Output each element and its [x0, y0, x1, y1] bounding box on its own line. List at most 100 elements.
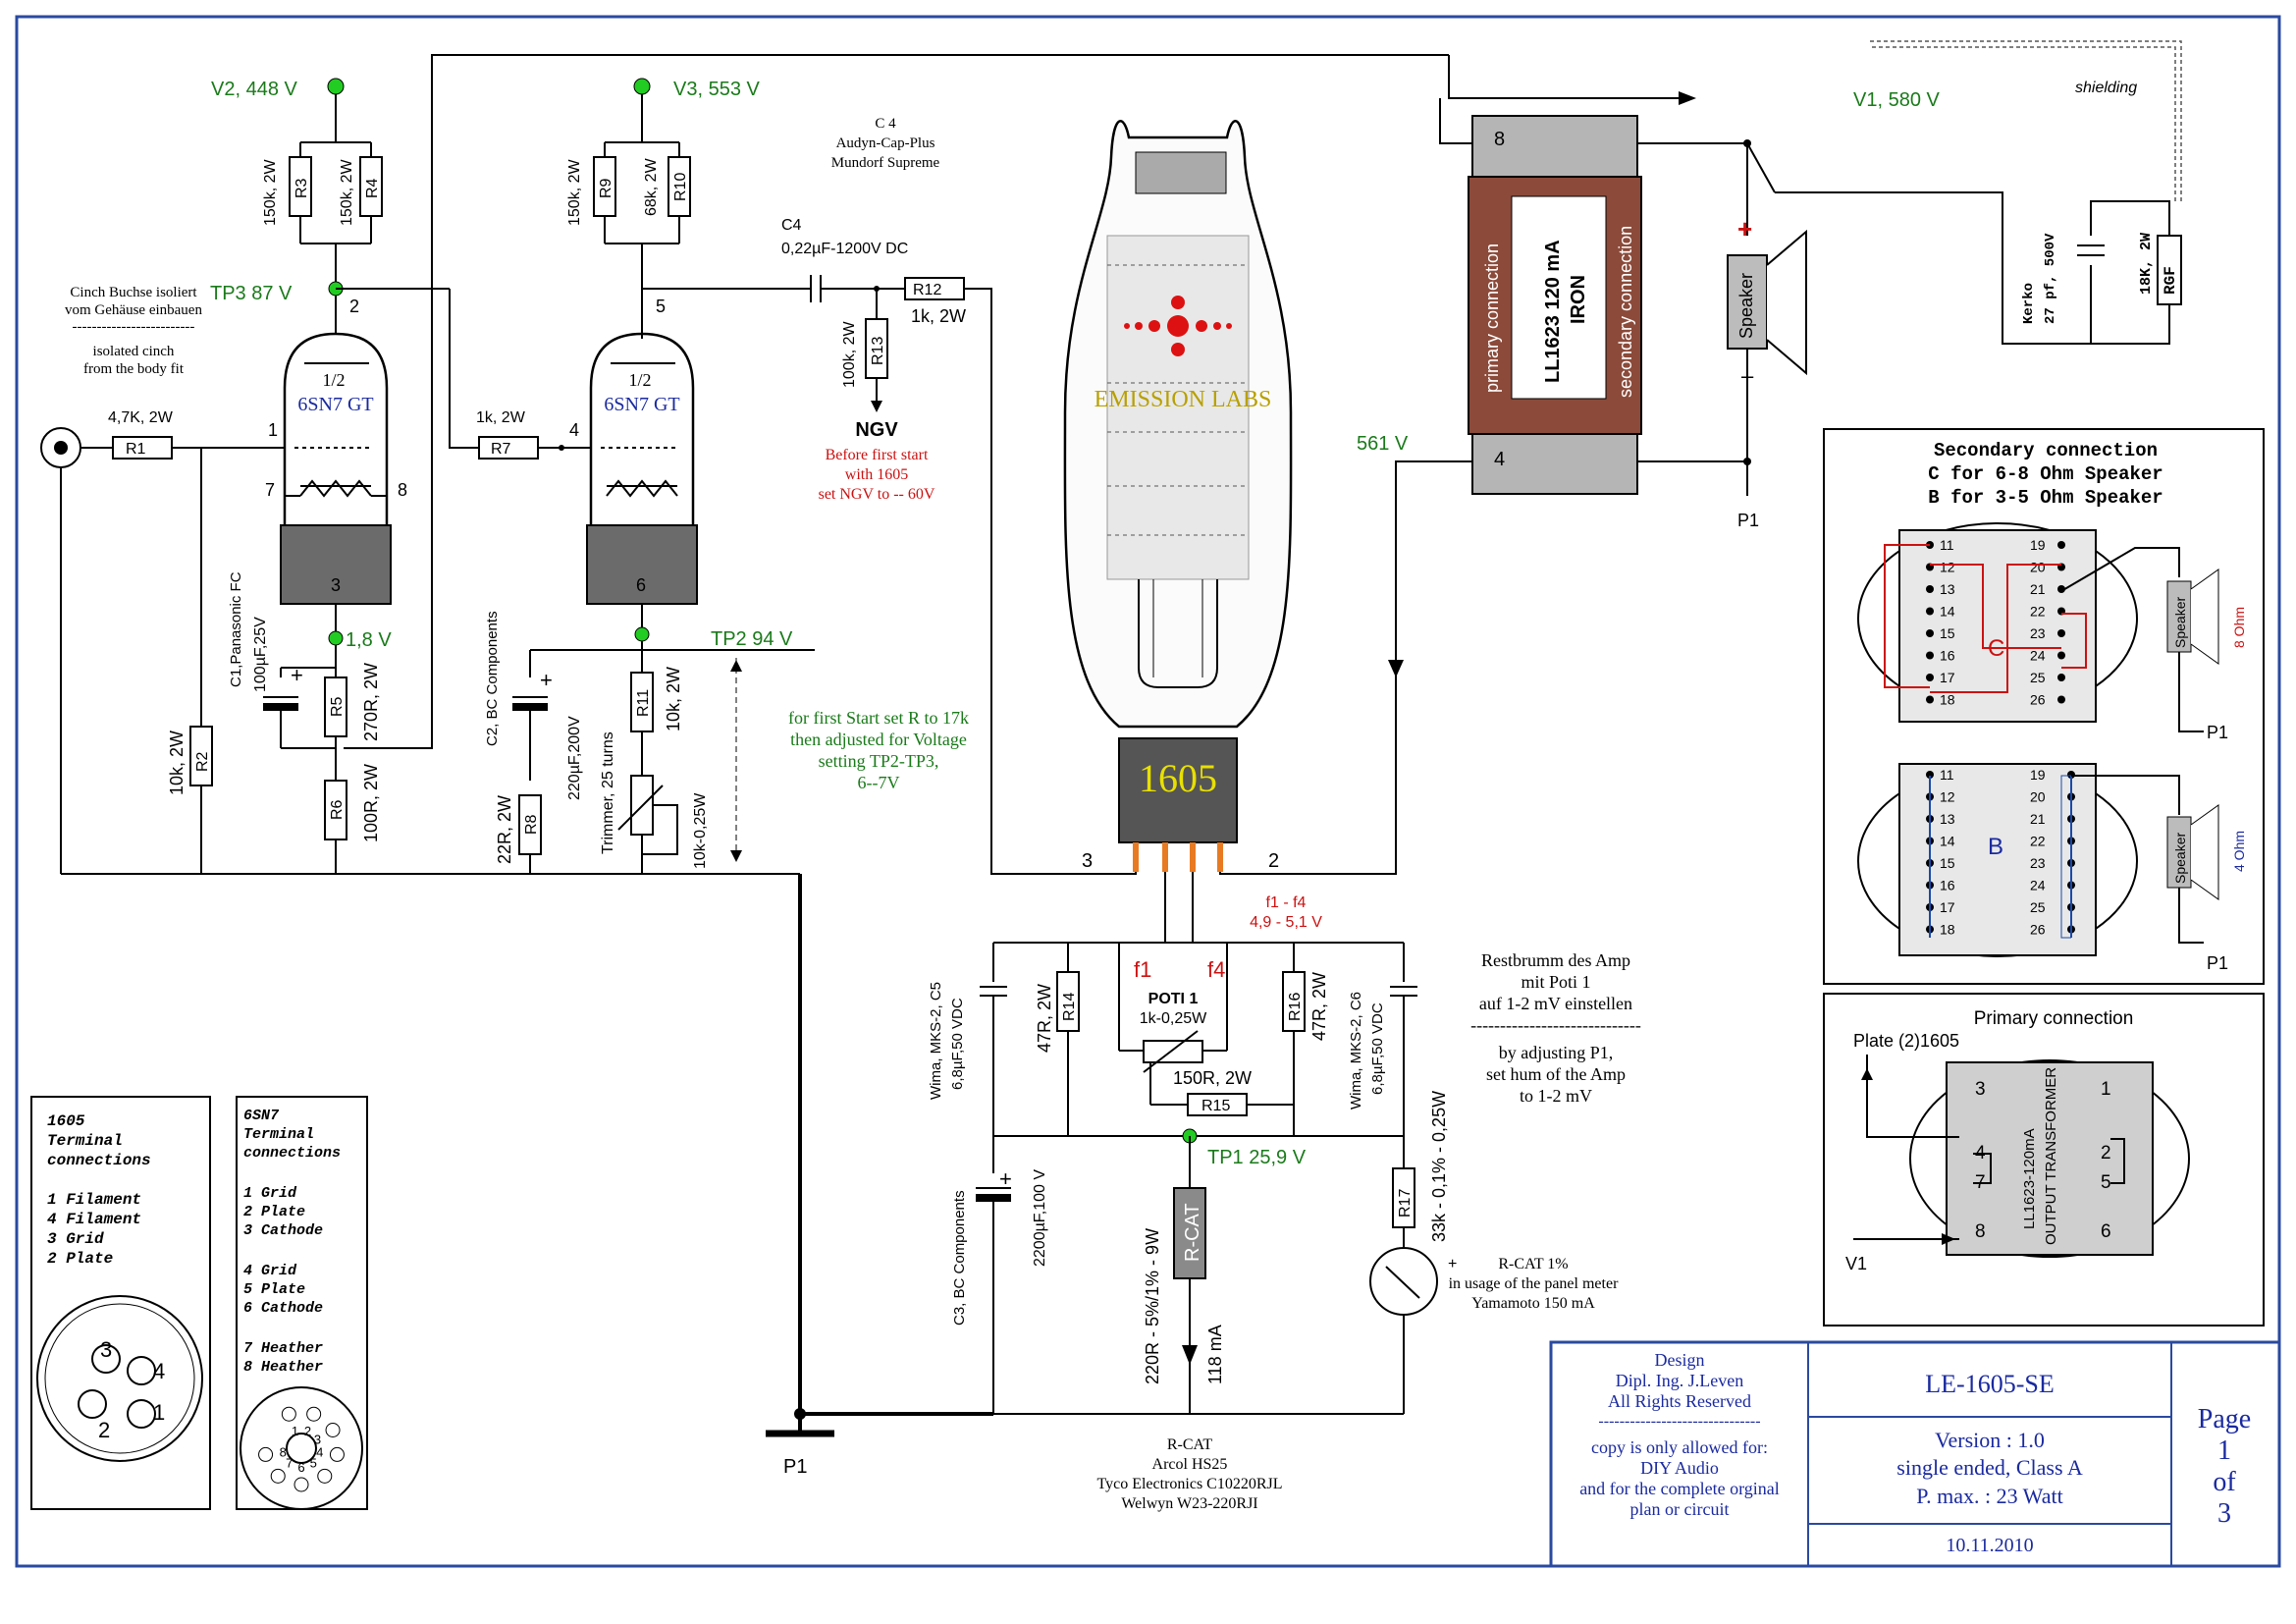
primary-v1: V1	[1845, 1254, 1867, 1273]
legend-6sn7-item-1: 1 Grid	[243, 1185, 297, 1202]
socket-6sn7-pin-label: 8	[280, 1444, 287, 1459]
b-pins-left-label: 17	[1940, 899, 1955, 915]
rgf-value: 18K, 2W	[2138, 233, 2155, 295]
socket-6sn7-pin-label: 7	[286, 1456, 293, 1471]
kerko-label: Kerko	[2021, 283, 2037, 324]
b-ohm-label: 4 Ohm	[2231, 831, 2247, 872]
secondary-title-1: Secondary connection	[1934, 440, 2158, 461]
filament-range-label: f1 - f4	[1266, 894, 1307, 911]
c-p1: P1	[2207, 723, 2228, 742]
v1-label: V1, 580 V	[1853, 89, 1941, 111]
b-pins-right-label: 24	[2030, 878, 2046, 893]
legend-1605-item-4: 2 Plate	[47, 1250, 113, 1268]
primary-core: LL1623-120mA	[2021, 1128, 2038, 1229]
rgf-resistor	[2157, 235, 2182, 305]
primary-plate: Plate (2)1605	[1853, 1031, 1959, 1051]
tube-brand: EMISSION LABS	[1095, 387, 1272, 412]
r17-value: 33k - 0,1% - 0,25W	[1429, 1091, 1449, 1242]
r5	[324, 677, 347, 737]
rights-label: All Rights Reserved	[1608, 1391, 1751, 1411]
ngv-line-3: set NGV to -- 60V	[819, 486, 935, 503]
c-pins-left-dot	[1926, 585, 1934, 593]
c4-make-2: Mundorf Supreme	[831, 155, 940, 171]
power-tube-base	[1118, 737, 1238, 843]
pin-8: 8	[398, 480, 407, 500]
c4-make-1: Audyn-Cap-Plus	[836, 135, 935, 151]
v561-label: 561 V	[1357, 433, 1409, 455]
legend-6sn7-item-8: 8 Heather	[243, 1359, 323, 1376]
speaker-plus: +	[1737, 214, 1752, 244]
r3	[289, 156, 312, 217]
c2-maker: C2, BC Components	[484, 611, 501, 746]
socket-6sn7-pin	[306, 1406, 322, 1422]
output-transformer: LL1623 120 mA IRON primary connection se…	[1439, 40, 2182, 530]
b-pins-left-label: 16	[1940, 878, 1955, 893]
legend-1605-item-3: 3 Grid	[47, 1230, 104, 1248]
primary-pin-2: 2	[2101, 1143, 2111, 1164]
r5-label: R5	[329, 696, 346, 717]
primary-pin-3: 3	[1975, 1079, 1986, 1100]
r1-value: 4,7K, 2W	[108, 409, 174, 426]
coupling-c4: C 4 Audyn-Cap-Plus Mundorf Supreme C4 0,…	[642, 116, 1070, 875]
b-speaker-label: Speaker	[2172, 833, 2188, 884]
input-note-2: vom Gehäuse einbauen	[65, 302, 202, 318]
socket-1605-pin-2: 2	[98, 1418, 110, 1442]
primary-block	[1946, 1061, 2154, 1256]
kerko-value: 27 pf, 500V	[2043, 233, 2058, 324]
trimmer-value: 10k-0,25W	[692, 792, 709, 869]
b-pins-right-label: 23	[2030, 855, 2046, 871]
meter-line-1: R-CAT 1%	[1498, 1256, 1568, 1272]
design-label: Design	[1655, 1350, 1705, 1370]
meter-line-2: in usage of the panel meter	[1449, 1275, 1619, 1292]
input-sep: -------------------------	[73, 319, 195, 335]
title-block-box	[1549, 1340, 2281, 1568]
socket-6sn7-pin-label: 5	[310, 1456, 317, 1471]
secondary-title-2: C for 6-8 Ohm Speaker	[1928, 463, 2163, 485]
c1-value: 100µF,25V	[252, 617, 269, 692]
copy-line-2: DIY Audio	[1640, 1458, 1719, 1478]
project-power: P. max. : 23 Watt	[1916, 1484, 2062, 1508]
c-pins-left-label: 16	[1940, 648, 1955, 664]
c-pins-right-dot	[2057, 585, 2065, 593]
tp2-label: TP2 94 V	[711, 628, 793, 650]
socket-6sn7-pin-label: 3	[314, 1433, 321, 1447]
b-p1: P1	[2207, 953, 2228, 973]
legend-6sn7-item-7: 7 Heather	[243, 1340, 323, 1357]
c3-value: 2200µF,100 V	[1032, 1169, 1048, 1267]
tube-b-envelope	[589, 332, 695, 525]
transformer-pin-8: 8	[1494, 129, 1505, 150]
ngv-line-1: Before first start	[826, 447, 929, 463]
b-pins-left-dot	[1926, 771, 1934, 779]
c-pins-right-dot	[2057, 541, 2065, 549]
v2-rail: V2, 448 V R3 R4 150k, 2W 150k, 2W TP3 87…	[210, 78, 432, 334]
rcat-parts-1: R-CAT	[1167, 1436, 1212, 1453]
socket-1605	[36, 1295, 203, 1462]
first-start-line-1: for first Start set R to 17k	[788, 708, 969, 728]
ground-label: P1	[783, 1456, 807, 1478]
hum-line-6: to 1-2 mV	[1520, 1086, 1592, 1106]
page-of: of	[2213, 1467, 2236, 1497]
legend-1605-title-2: Terminal	[47, 1132, 123, 1150]
socket-6sn7-pin-label: 1	[292, 1424, 298, 1438]
power-tube-plate	[1106, 235, 1250, 580]
speaker-cone	[1766, 229, 1807, 376]
b-pins-right-label: 21	[2030, 811, 2046, 827]
legend-6sn7-title-2: Terminal	[243, 1126, 314, 1143]
project-date: 10.11.2010	[1946, 1535, 2033, 1556]
page-total: 3	[2217, 1498, 2231, 1529]
pin-2: 2	[349, 297, 359, 316]
r6-label: R6	[329, 799, 346, 820]
b-pins-right-label: 25	[2030, 899, 2046, 915]
r1-label: R1	[126, 441, 146, 458]
tube-b-half: 1/2	[628, 370, 651, 390]
v3-node	[633, 78, 651, 95]
tube-6sn7-b: 1/2 6SN7 GT 6	[586, 332, 698, 605]
socket-1605-pin-4: 4	[153, 1359, 165, 1383]
primary-pin-5: 5	[2101, 1172, 2111, 1193]
r8-value: 22R, 2W	[495, 795, 514, 864]
poti-title: POTI 1	[1148, 991, 1199, 1007]
power-tube-plate-top	[1135, 151, 1227, 194]
legend-6sn7: 6SN7 Terminal connections 1 Grid 2 Plate…	[236, 1096, 368, 1510]
